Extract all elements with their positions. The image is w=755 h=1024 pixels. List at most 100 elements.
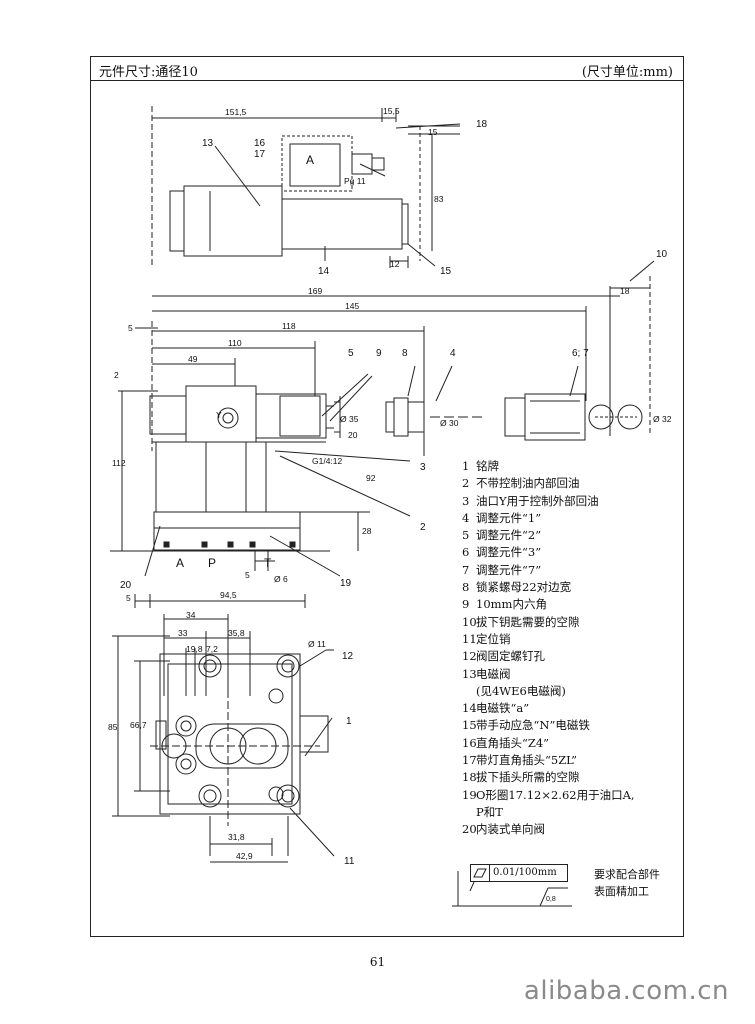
- callout-10: 10: [656, 249, 668, 260]
- label-port-t: T: [264, 556, 272, 570]
- callout-14: 14: [318, 266, 330, 277]
- dim-dia-35: Ø 35: [340, 414, 359, 424]
- dim-31-8: 31,8: [228, 832, 245, 842]
- legend-item-text: 锁紧螺母22对边宽: [476, 580, 572, 595]
- callout-5: 5: [348, 348, 354, 359]
- watermark-text: alibaba.com.cn: [523, 976, 729, 1006]
- callout-1: 1: [346, 716, 352, 727]
- legend-item-number: 4: [462, 510, 470, 525]
- legend-item-text: (见4WE6电磁阀): [476, 683, 566, 698]
- legend-item-number: 7: [462, 562, 470, 577]
- callout-20: 20: [120, 580, 132, 591]
- callout-15: 15: [440, 266, 452, 277]
- unit-note: (尺寸单位:mm): [581, 65, 673, 80]
- legend-item: 14电磁铁“a”: [462, 700, 635, 717]
- legend-item: 12阀固定螺钉孔: [462, 648, 635, 665]
- dim-92: 92: [366, 473, 376, 483]
- legend-item: 10拔下钥匙需要的空隙: [462, 614, 635, 631]
- roughness-value: 0,8: [546, 896, 556, 903]
- label-solenoid-a: A: [306, 153, 314, 167]
- legend-item-number: 1: [462, 459, 470, 473]
- callout-6-7: 6; 7: [572, 348, 589, 359]
- label-port-a: A: [176, 556, 184, 570]
- legend-item-text: 铭牌: [476, 459, 499, 473]
- legend-item-text: 带手动应急“N”电磁铁: [476, 718, 590, 733]
- dim-15: 15: [428, 127, 438, 137]
- legend-item-text: P和T: [476, 804, 503, 819]
- legend-item-number: 15: [462, 718, 477, 733]
- legend-item-number: 18: [462, 770, 477, 785]
- dim-12: 12: [390, 259, 400, 269]
- callout-16: 16: [254, 138, 266, 149]
- dim-28: 28: [362, 526, 372, 536]
- callout-19: 19: [340, 578, 352, 589]
- dim-66-7: 66,7: [130, 720, 147, 730]
- finish-note-line2: 表面精加工: [594, 885, 649, 898]
- dim-5-left: 5: [128, 323, 133, 333]
- legend-item: 18拔下插头所需的空隙: [462, 769, 635, 786]
- legend-item: 20内装式单向阀: [462, 821, 635, 838]
- legend-item-text: O形圈17.12×2.62用于油口A,: [476, 787, 635, 802]
- legend-item: 16直角插头“Z4”: [462, 735, 635, 752]
- legend-item-text: 拔下插头所需的空隙: [476, 770, 580, 785]
- top-view: [151, 106, 461, 268]
- legend-item-number: 11: [462, 631, 477, 646]
- dim-15-5: 15,5: [383, 106, 400, 116]
- legend-item-text: 定位销: [476, 631, 511, 646]
- dim-42-9: 42,9: [236, 851, 253, 861]
- label-thread: G1/4:12: [312, 456, 343, 466]
- legend-item: (见4WE6电磁阀): [462, 683, 635, 700]
- tolerance-frame: 0.01/100mm: [470, 864, 568, 882]
- callout-18: 18: [476, 119, 488, 130]
- flatness-icon: [471, 865, 490, 881]
- legend-item-number: 8: [462, 580, 470, 595]
- legend-item-number: 10: [462, 614, 477, 629]
- technical-drawing: 151,5 15,5 15 83 12 Pg 11 169 18 145 118…: [108, 106, 672, 907]
- legend-item-text: 10mm内六角: [476, 597, 547, 612]
- dim-33: 33: [178, 628, 188, 638]
- legend-item-text: 直角插头“Z4”: [476, 735, 550, 750]
- legend-item-number: 2: [462, 476, 470, 491]
- legend-item-text: 电磁铁“a”: [476, 701, 530, 716]
- callout-8: 8: [402, 348, 408, 359]
- legend-item-number: 17: [462, 753, 477, 768]
- dim-169: 169: [308, 286, 322, 296]
- dim-19-8: 19,8: [186, 644, 203, 654]
- dim-83: 83: [434, 194, 444, 204]
- legend-item-text: 调整元件“2”: [476, 528, 542, 543]
- callout-3: 3: [420, 462, 426, 473]
- legend-item: 1 铭牌: [462, 458, 635, 475]
- legend-item: 17带灯直角插头“5ZL”: [462, 752, 635, 769]
- tolerance-value: 0.01/100mm: [493, 867, 557, 878]
- legend-item-number: 19: [462, 787, 477, 802]
- legend-item-text: 电磁阀: [476, 666, 511, 681]
- legend-item-text: 内装式单向阀: [476, 822, 545, 837]
- legend-item: 8 锁紧螺母22对边宽: [462, 579, 635, 596]
- legend-item: 15带手动应急“N”电磁铁: [462, 717, 635, 734]
- dim-dia-30: Ø 30: [440, 418, 459, 428]
- legend-item: 7 调整元件“7”: [462, 562, 635, 579]
- label-port-p: P: [208, 556, 216, 570]
- dim-7-2: 7,2: [206, 644, 218, 654]
- callout-11: 11: [344, 856, 355, 867]
- legend-item-number: 20: [462, 822, 477, 837]
- dim-20: 20: [348, 430, 358, 440]
- legend-item-number: 12: [462, 649, 477, 664]
- legend-item: 11定位销: [462, 631, 635, 648]
- dim-dia-32: Ø 32: [653, 414, 672, 424]
- side-view: [110, 260, 655, 608]
- legend-item-number: 14: [462, 701, 477, 716]
- surface-finish-symbol: [452, 871, 572, 907]
- label-port-y: Y: [216, 410, 222, 420]
- finish-note-line1: 要求配合部件: [594, 868, 660, 881]
- legend-item-text: 油口Y用于控制外部回油: [476, 493, 599, 508]
- dim-34: 34: [186, 610, 196, 620]
- header-bar: 元件尺寸:通径10 (尺寸单位:mm): [91, 57, 683, 81]
- legend-item-text: 调整元件“7”: [476, 562, 542, 577]
- callout-17: 17: [254, 149, 266, 160]
